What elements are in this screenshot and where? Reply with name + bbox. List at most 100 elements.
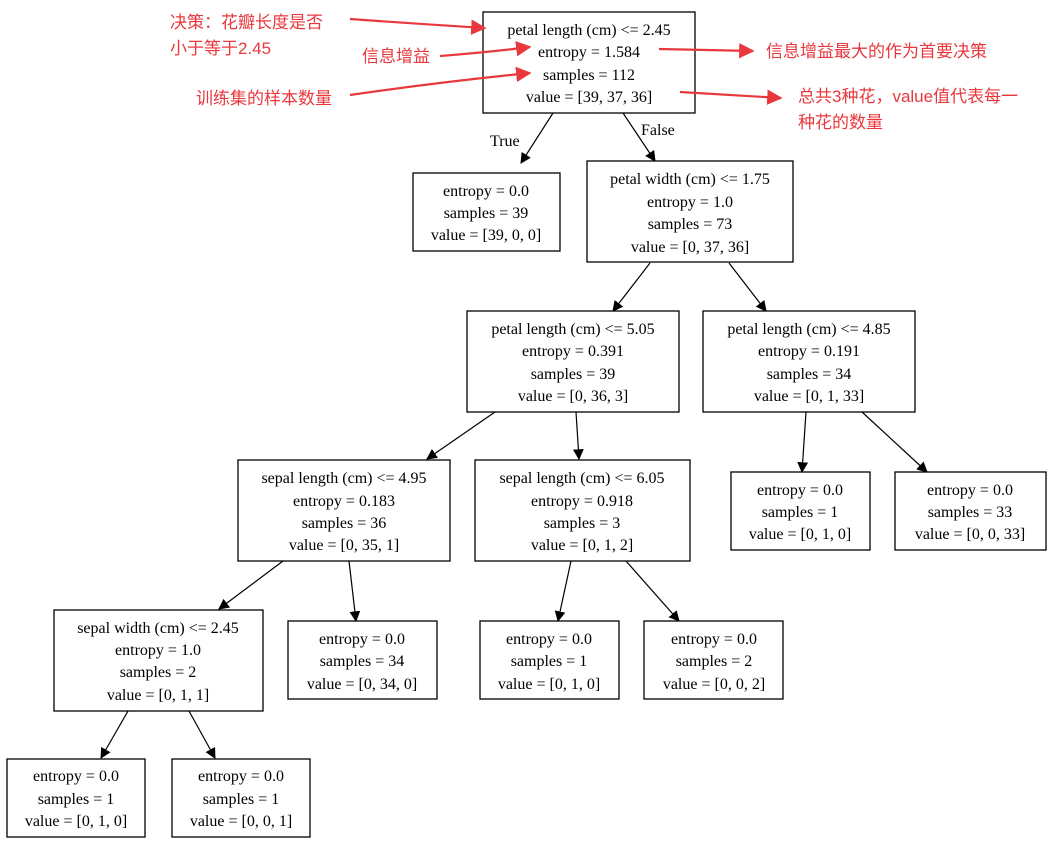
node-line-entropy: entropy = 0.0 (927, 482, 1013, 499)
true-edge-label: True (490, 133, 520, 150)
node-box (6, 758, 146, 838)
node-box (894, 471, 1047, 551)
annotation-decision-line2: 小于等于2.45 (170, 39, 271, 58)
annotation-arrow-max-gain (658, 43, 755, 59)
node-box (237, 459, 451, 562)
edge-sl495-to-right-leaf (348, 560, 361, 623)
node-line-value: value = [0, 34, 0] (307, 676, 417, 693)
node-line-entropy: entropy = 0.0 (319, 631, 405, 648)
node-box (171, 758, 311, 838)
node-box (412, 172, 561, 252)
tree-node-sepal-length-495: sepal length (cm) <= 4.95 entropy = 0.18… (237, 459, 451, 562)
tree-node-sepal-width-245: sepal width (cm) <= 2.45 entropy = 1.0 s… (53, 609, 264, 712)
node-line-condition: sepal width (cm) <= 2.45 (77, 620, 239, 637)
edge-sl605-to-left-leaf (554, 560, 572, 623)
edge-sw245-to-right-leaf (188, 710, 216, 759)
node-line-entropy: entropy = 0.391 (522, 343, 624, 360)
false-edge-label: False (641, 122, 675, 139)
node-line-entropy: entropy = 1.0 (115, 642, 201, 659)
edge-pl485-to-right-leaf (861, 411, 928, 473)
edge-root-to-setosa-leaf (520, 112, 554, 164)
node-line-condition: petal length (cm) <= 4.85 (727, 321, 890, 338)
node-line-samples: samples = 36 (302, 515, 387, 532)
edge-petal-width-to-pl485 (728, 262, 767, 312)
node-line-value: value = [39, 37, 36] (526, 89, 652, 106)
node-line-value: value = [0, 1, 0] (749, 526, 851, 543)
tree-node-sepal-length-605: sepal length (cm) <= 6.05 entropy = 0.91… (474, 459, 691, 562)
annotation-arrow-decision (349, 17, 487, 35)
node-line-samples: samples = 1 (38, 791, 115, 808)
node-line-samples: samples = 34 (320, 653, 405, 670)
node-line-samples: samples = 1 (762, 504, 839, 521)
edge-petal-width-to-pl505 (612, 262, 651, 312)
node-line-condition: petal width (cm) <= 1.75 (610, 171, 770, 188)
node-line-entropy: entropy = 0.0 (33, 768, 119, 785)
node-line-value: value = [0, 36, 3] (518, 388, 628, 405)
node-line-entropy: entropy = 0.183 (293, 493, 395, 510)
annotation-info-gain: 信息增益 (362, 47, 430, 66)
annotation-max-gain: 信息增益最大的作为首要决策 (766, 42, 987, 61)
edge-sl605-to-right-leaf (625, 560, 680, 622)
edge-root-to-petal-width (622, 112, 656, 162)
node-line-samples: samples = 73 (648, 216, 733, 233)
node-line-entropy: entropy = 0.0 (671, 631, 757, 648)
node-box (53, 609, 264, 712)
tree-node-leaf-sl605-right: entropy = 0.0 samples = 2 value = [0, 0,… (643, 620, 784, 700)
tree-node-leaf-pl485-right: entropy = 0.0 samples = 33 value = [0, 0… (894, 471, 1047, 551)
node-box (586, 160, 794, 263)
edge-pl485-to-left-leaf (797, 411, 809, 474)
node-line-entropy: entropy = 1.584 (538, 44, 640, 61)
tree-node-leaf-setosa: entropy = 0.0 samples = 39 value = [39, … (412, 172, 561, 252)
tree-node-petal-length-485: petal length (cm) <= 4.85 entropy = 0.19… (702, 310, 916, 413)
node-line-entropy: entropy = 0.0 (506, 631, 592, 648)
node-line-samples: samples = 39 (444, 205, 529, 222)
node-line-value: value = [0, 1, 2] (531, 537, 633, 554)
node-box (730, 471, 871, 551)
node-line-samples: samples = 2 (120, 664, 197, 681)
node-line-samples: samples = 34 (767, 366, 852, 383)
node-line-value: value = [0, 37, 36] (631, 239, 749, 256)
tree-node-leaf-sw245-right: entropy = 0.0 samples = 1 value = [0, 0,… (171, 758, 311, 838)
edge-pl505-to-sl495 (426, 411, 496, 460)
node-line-entropy: entropy = 0.918 (531, 493, 633, 510)
node-line-entropy: entropy = 0.0 (443, 183, 529, 200)
node-line-value: value = [0, 0, 33] (915, 526, 1025, 543)
edge-pl505-to-sl605 (572, 411, 584, 461)
node-box (482, 11, 696, 114)
node-line-value: value = [0, 1, 0] (498, 676, 600, 693)
node-line-samples: samples = 39 (531, 366, 616, 383)
annotation-arrow-info-gain (439, 41, 532, 58)
node-line-samples: samples = 1 (511, 653, 588, 670)
edge-sw245-to-left-leaf (100, 710, 129, 759)
annotations: 决策：花瓣长度是否 小于等于2.45 信息增益 训练集的样本数量 信息增益最大的… (170, 13, 1018, 132)
tree-node-petal-length-505: petal length (cm) <= 5.05 entropy = 0.39… (466, 310, 680, 413)
node-line-entropy: entropy = 0.0 (198, 768, 284, 785)
node-line-samples: samples = 2 (676, 653, 753, 670)
node-line-value: value = [0, 1, 0] (25, 813, 127, 830)
tree-nodes: petal length (cm) <= 2.45 entropy = 1.58… (6, 11, 1047, 838)
node-line-value: value = [0, 35, 1] (289, 537, 399, 554)
node-line-samples: samples = 1 (203, 791, 280, 808)
node-line-samples: samples = 112 (543, 67, 635, 84)
node-line-value: value = [0, 0, 2] (663, 676, 765, 693)
node-line-entropy: entropy = 1.0 (647, 194, 733, 211)
tree-edges: True False (100, 112, 928, 759)
annotation-classes-line1: 总共3种花，value值代表每一 (798, 87, 1018, 106)
node-line-value: value = [0, 1, 33] (754, 388, 864, 405)
node-line-condition: sepal length (cm) <= 6.05 (499, 470, 664, 487)
node-line-samples: samples = 33 (928, 504, 1013, 521)
tree-node-leaf-sl605-left: entropy = 0.0 samples = 1 value = [0, 1,… (479, 620, 620, 700)
node-line-condition: sepal length (cm) <= 4.95 (261, 470, 426, 487)
annotation-train-samples: 训练集的样本数量 (196, 89, 332, 108)
node-box (479, 620, 620, 700)
node-line-value: value = [39, 0, 0] (431, 227, 541, 244)
node-box (474, 459, 691, 562)
node-box (702, 310, 916, 413)
node-box (643, 620, 784, 700)
tree-node-leaf-sw245-left: entropy = 0.0 samples = 1 value = [0, 1,… (6, 758, 146, 838)
node-line-entropy: entropy = 0.0 (757, 482, 843, 499)
annotation-decision-line1: 决策：花瓣长度是否 (170, 13, 323, 32)
node-line-samples: samples = 3 (544, 515, 621, 532)
node-line-value: value = [0, 0, 1] (190, 813, 292, 830)
